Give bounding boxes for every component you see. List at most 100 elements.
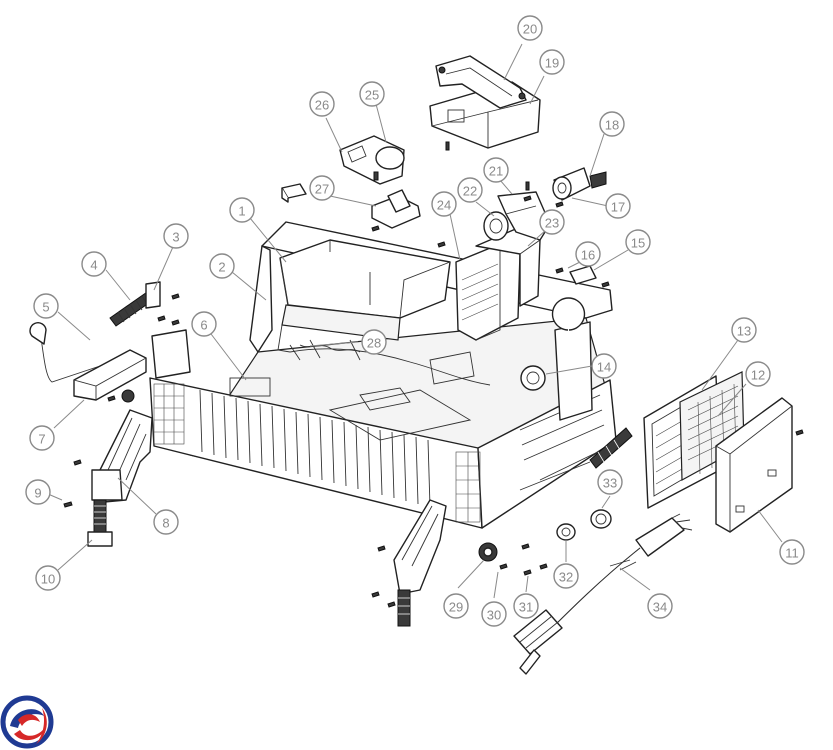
callout-32: 32 xyxy=(553,563,579,589)
callout-label: 33 xyxy=(603,476,617,491)
callout-circle xyxy=(25,479,51,505)
callout-circle xyxy=(443,593,469,619)
callout-label: 21 xyxy=(489,164,503,179)
callout-circle xyxy=(605,193,631,219)
callout-label: 1 xyxy=(238,204,245,219)
callout-label: 8 xyxy=(162,516,169,531)
callout-6: 6 xyxy=(191,311,217,337)
callout-11: 11 xyxy=(779,539,805,565)
callout-circle xyxy=(481,601,507,627)
part-16-screw xyxy=(555,267,564,274)
callout-label: 23 xyxy=(545,216,559,231)
callout-label: 13 xyxy=(737,324,751,339)
callout-label: 34 xyxy=(653,600,667,615)
callout-circle xyxy=(575,241,601,267)
part-21-bracket xyxy=(497,181,551,241)
callout-25: 25 xyxy=(359,81,385,107)
callout-23: 23 xyxy=(539,209,565,235)
callout-label: 15 xyxy=(631,236,645,251)
callout-3: 3 xyxy=(163,223,189,249)
screws-group-3 xyxy=(157,293,180,326)
callout-circle xyxy=(731,317,757,343)
part-9-screw xyxy=(63,501,73,508)
callout-2: 2 xyxy=(209,253,235,279)
callout-circle xyxy=(553,563,579,589)
callout-circle xyxy=(745,361,771,387)
callout-circle xyxy=(597,469,623,495)
callout-circle xyxy=(309,91,335,117)
callout-bubbles: 1234567891011121314151617181920212223242… xyxy=(25,15,805,627)
callout-label: 31 xyxy=(519,600,533,615)
part-7-tray xyxy=(73,349,147,403)
callout-label: 30 xyxy=(487,608,501,623)
callout-circle xyxy=(431,191,457,217)
callout-label: 32 xyxy=(559,570,573,585)
callout-label: 22 xyxy=(463,184,477,199)
callout-10: 10 xyxy=(35,565,61,591)
callout-circle xyxy=(513,593,539,619)
callout-14: 14 xyxy=(591,353,617,379)
part-18-fitting xyxy=(552,167,607,208)
callout-8: 8 xyxy=(153,509,179,535)
callout-17: 17 xyxy=(605,193,631,219)
part-22-motor xyxy=(483,211,509,241)
callout-label: 4 xyxy=(90,258,97,273)
callout-4: 4 xyxy=(81,251,107,277)
callout-19: 19 xyxy=(539,49,565,75)
callout-16: 16 xyxy=(575,241,601,267)
part-20-clamp xyxy=(435,55,527,109)
callout-34: 34 xyxy=(647,593,673,619)
callout-15: 15 xyxy=(625,229,651,255)
part-32-grommet xyxy=(556,523,576,541)
callout-circle xyxy=(191,311,217,337)
part-30-31-screws xyxy=(499,543,548,576)
callout-label: 19 xyxy=(545,56,559,71)
callout-29: 29 xyxy=(443,593,469,619)
callout-label: 5 xyxy=(42,300,49,315)
part-11-panel xyxy=(715,397,804,533)
callout-label: 7 xyxy=(38,432,45,447)
callout-21: 21 xyxy=(483,157,509,183)
part-34-power-cord xyxy=(513,513,693,675)
callout-27: 27 xyxy=(309,175,335,201)
callout-circle xyxy=(539,209,565,235)
callout-circle xyxy=(457,177,483,203)
part-8-foot-bracket xyxy=(91,409,153,503)
callout-circle xyxy=(647,593,673,619)
callout-label: 14 xyxy=(597,360,611,375)
callout-18: 18 xyxy=(599,111,625,137)
part-5-rod xyxy=(29,322,113,383)
callout-circle xyxy=(625,229,651,255)
right-foot xyxy=(371,499,447,627)
callout-label: 17 xyxy=(611,200,625,215)
callout-label: 28 xyxy=(367,336,381,351)
callout-circle xyxy=(229,197,255,223)
callout-label: 9 xyxy=(34,486,41,501)
callout-26: 26 xyxy=(309,91,335,117)
callout-circle xyxy=(33,293,59,319)
callout-label: 11 xyxy=(785,546,799,561)
screw-upper xyxy=(371,225,380,232)
callout-33: 33 xyxy=(597,469,623,495)
callout-13: 13 xyxy=(731,317,757,343)
small-block xyxy=(281,183,307,203)
callout-circle xyxy=(153,509,179,535)
callout-label: 29 xyxy=(449,600,463,615)
callout-circle xyxy=(483,157,509,183)
callout-label: 12 xyxy=(751,368,765,383)
callout-circle xyxy=(35,565,61,591)
callout-circle xyxy=(163,223,189,249)
callout-label: 3 xyxy=(172,230,179,245)
callout-24: 24 xyxy=(431,191,457,217)
callout-label: 20 xyxy=(523,22,537,37)
callout-label: 6 xyxy=(200,318,207,333)
screw-left xyxy=(73,459,82,466)
right-spring xyxy=(519,427,633,491)
callout-circle xyxy=(539,49,565,75)
part-10-leveling-foot xyxy=(87,499,113,547)
callout-circle xyxy=(599,111,625,137)
callout-31: 31 xyxy=(513,593,539,619)
part-29-knob xyxy=(478,542,498,562)
